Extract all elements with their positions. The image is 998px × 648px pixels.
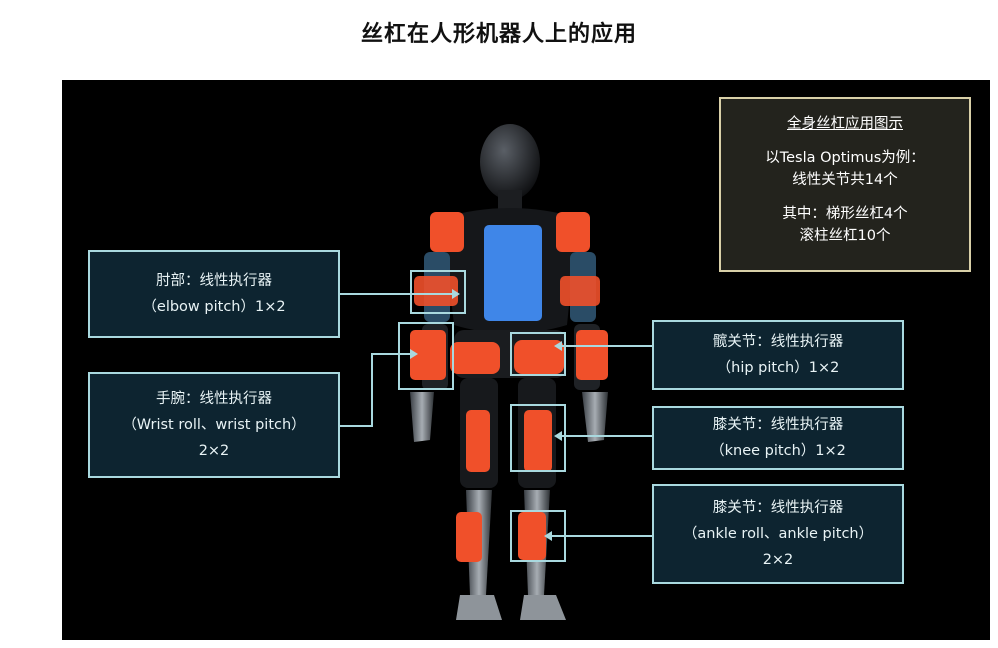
right-elbow-actuator (560, 276, 600, 306)
left-shoulder-actuator (430, 212, 464, 252)
knee-callout: 膝关节：线性执行器 （knee pitch）1×2 (652, 406, 904, 470)
left-foot (456, 595, 502, 620)
right-knee-actuator (524, 410, 552, 472)
right-hand (582, 392, 608, 442)
hip-callout-line-2: （hip pitch）1×2 (716, 360, 840, 376)
ankle-highlight-box (510, 510, 566, 562)
knee-highlight-box (510, 404, 566, 472)
knee-arrow (554, 431, 562, 441)
wrist-callout-line-2: （Wrist roll、wrist pitch） (122, 417, 306, 433)
left-hand (410, 392, 434, 442)
elbow-callout-line-2: （elbow pitch）1×2 (142, 299, 286, 315)
wrist-arrow (410, 349, 418, 359)
elbow-highlight-box (410, 270, 466, 314)
info-line-1: 以Tesla Optimus为例： (765, 150, 925, 166)
info-heading: 全身丝杠应用图示 (787, 116, 903, 132)
knee-callout-line-2: （knee pitch）1×2 (710, 443, 846, 459)
elbow-arrow (452, 289, 460, 299)
left-ankle-actuator (456, 512, 482, 562)
ankle-callout-line-3: 2×2 (762, 552, 794, 568)
ankle-callout-line-1: 膝关节：线性执行器 (712, 500, 844, 516)
hip-callout-line-1: 髋关节：线性执行器 (712, 334, 844, 350)
info-box: 全身丝杠应用图示 以Tesla Optimus为例： 线性关节共14个 其中：梯… (719, 97, 971, 272)
wrist-callout-line-1: 手腕：线性执行器 (156, 391, 272, 407)
left-elbow-actuator (414, 276, 458, 306)
robot-head (480, 124, 540, 200)
info-line-4: 滚柱丝杠10个 (799, 228, 891, 244)
wrist-callout-line-3: 2×2 (198, 443, 230, 459)
right-shoulder-actuator (556, 212, 590, 252)
ankle-arrow (544, 531, 552, 541)
left-hip-actuator (450, 342, 500, 374)
page-title: 丝杠在人形机器人上的应用 (360, 22, 637, 47)
right-hip-actuator (514, 340, 564, 374)
hip-arrow (554, 341, 562, 351)
info-line-3: 其中：梯形丝杠4个 (782, 206, 908, 222)
right-ankle-actuator (518, 512, 546, 560)
ankle-callout: 膝关节：线性执行器 （ankle roll、ankle pitch） 2×2 (652, 484, 904, 584)
wrist-callout: 手腕：线性执行器 （Wrist roll、wrist pitch） 2×2 (88, 372, 340, 478)
hip-callout: 髋关节：线性执行器 （hip pitch）1×2 (652, 320, 904, 390)
robot-illustration-panel: 全身丝杠应用图示 以Tesla Optimus为例： 线性关节共14个 其中：梯… (62, 80, 990, 640)
ankle-callout-line-2: （ankle roll、ankle pitch） (682, 526, 874, 542)
wrist-highlight-box (398, 322, 454, 390)
left-wrist-actuator (410, 330, 446, 380)
right-wrist-actuator (576, 330, 608, 380)
left-knee-actuator (466, 410, 490, 472)
knee-callout-line-1: 膝关节：线性执行器 (712, 417, 844, 433)
elbow-callout-line-1: 肘部：线性执行器 (156, 273, 272, 289)
info-line-2: 线性关节共14个 (792, 172, 898, 188)
hip-highlight-box (510, 332, 566, 376)
robot-figure (250, 124, 652, 620)
right-foot (520, 595, 566, 620)
torso-battery (484, 225, 542, 321)
elbow-callout: 肘部：线性执行器 （elbow pitch）1×2 (88, 250, 340, 338)
leader-arrowheads (410, 289, 562, 541)
